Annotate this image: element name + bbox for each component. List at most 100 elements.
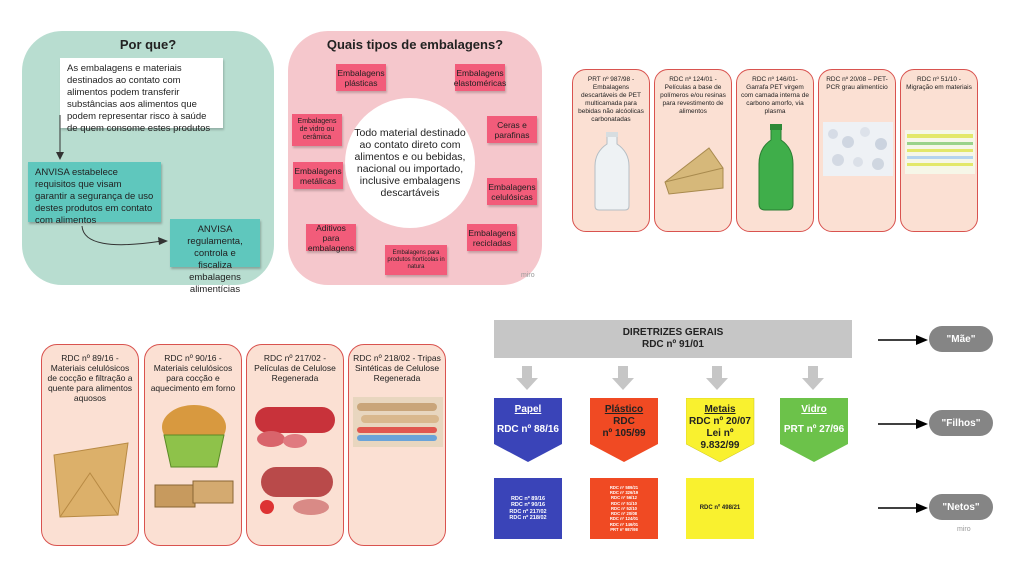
down-arrows: [516, 366, 824, 390]
risk-note: As embalagens e materiais destinados ao …: [60, 58, 223, 134]
vidro-prt: PRT nº 27/96: [783, 424, 845, 435]
types-panel-title: Quais tipos de embalagens?: [326, 37, 504, 52]
plastico-label: Plástico: [604, 404, 644, 415]
plastic-card-5-text: RDC nº 51/10 - Migração em materiais: [906, 76, 972, 91]
plastic-card-5: RDC nº 51/10 - Migração em materiais: [900, 69, 978, 232]
plastico-rdc-1: RDC: [613, 416, 635, 427]
arrow-filhos: [878, 419, 928, 429]
plastico-gc-6: RDC nº 20/08: [611, 511, 637, 517]
cellulose-card-3-text: RDC nº 217/02 - Películas de Celulose Re…: [254, 353, 336, 383]
shield-vidro-shape: [780, 398, 848, 462]
plastico-gc-2: RDC nº 326/19: [609, 490, 639, 496]
plastico-gc-4: RDC nº 51/10: [611, 500, 637, 506]
sticky-aditivos: Aditivos para embalagens: [306, 222, 356, 253]
shield-plastico-shape: [590, 398, 658, 462]
shield-papel-shape: [494, 398, 562, 462]
metais-rdc-1: RDC nº 20/07: [688, 416, 751, 427]
cellulose-card-3: RDC nº 217/02 - Películas de Celulose Re…: [246, 344, 344, 546]
label-netos: "Netos": [929, 494, 993, 520]
plastico-gc-5: RDC nº 52/10: [611, 505, 637, 511]
anvisa-regulates-note: ANVISA regulamenta, controla e fiscaliza…: [170, 219, 260, 295]
shield-plastico-text: Plástico RDC nº 105/99: [590, 404, 658, 440]
papel-gc-4: RDC nº 218/02: [509, 515, 547, 521]
label-mae: "Mãe": [929, 326, 993, 352]
metais-grandchildren-box: RDC nº 498/21: [686, 478, 754, 539]
papel-grandchildren-box: RDC nº 89/16 RDC nº 90/16 RDC nº 217/02 …: [494, 478, 562, 539]
connector-arrow-2: [81, 225, 163, 246]
why-panel-arrows: [56, 115, 168, 246]
arrowhead-2: [158, 237, 168, 245]
anvisa-requirements-note: ANVISA estabelece requisitos que visam g…: [28, 162, 161, 226]
sticky-ceras: Ceras e parafinas: [487, 116, 537, 143]
plastico-gc-7: RDC nº 124/01: [609, 516, 639, 522]
down-arrow-papel: [516, 366, 538, 390]
papel-label: Papel: [514, 404, 542, 415]
plastico-grandchildren-box: RDC nº 589/21 RDC nº 326/19 RDC nº 56/12…: [590, 478, 658, 539]
cheese-image: [664, 147, 724, 195]
sticky-celulosicas: Embalagens celulósicas: [487, 178, 537, 205]
arrowhead-1: [56, 152, 64, 160]
cellulose-card-2: RDC nº 90/16 - Materiais celulósicos par…: [144, 344, 242, 546]
hierarchy-watermark: miro: [957, 526, 971, 533]
vidro-label: Vidro: [801, 404, 827, 415]
plastic-card-4-text: RDC nº 20/08 – PET-PCR grau alimentício: [826, 76, 888, 91]
papel-gc-2: RDC nº 90/16: [510, 502, 546, 508]
down-arrow-plastico: [612, 366, 634, 390]
plastico-gc-9: PRT nº 987/98: [610, 526, 638, 532]
coffee-filter-image: [53, 442, 129, 518]
guidelines-rdc: RDC nº 91/01: [641, 339, 704, 350]
plastic-card-4: RDC nº 20/08 – PET-PCR grau alimentício: [818, 69, 896, 232]
shield-plastico: [590, 398, 658, 462]
plastic-card-2: RDC nº 124/01 - Películas a base de polí…: [654, 69, 732, 232]
plastic-card-3: RDC nº 146/01- Garrafa PET virgem com ca…: [736, 69, 814, 232]
arrow-mae: [878, 335, 928, 345]
cellulose-card-4-text: RDC nº 218/02 - Tripas Sintéticas de Cel…: [353, 353, 441, 383]
metais-gc-1: RDC nº 498/21: [699, 505, 741, 512]
shield-metais-shape: [686, 398, 755, 463]
sticky-metalicas: Embalagens metálicas: [293, 162, 343, 189]
shield-metais: [686, 398, 755, 463]
why-panel-title: Por que?: [119, 37, 177, 52]
cellulose-card-1-text: RDC nº 89/16 - Materiais celulósicos de …: [47, 353, 133, 403]
pellets-image: [823, 122, 893, 176]
sticky-recicladas: Embalagens recicladas: [467, 224, 517, 251]
cellulose-card-1: RDC nº 89/16 - Materiais celulósicos de …: [41, 344, 139, 546]
plastic-card-1-text: PRT nº 987/98 - Embalagens descartáveis …: [578, 76, 644, 123]
papel-gc-3: RDC nº 217/02: [509, 508, 547, 515]
green-bottle-image: [758, 124, 794, 211]
casings-image: [353, 397, 443, 447]
down-arrow-metais: [706, 366, 728, 390]
plastic-card-3-text: RDC nº 146/01- Garrafa PET virgem com ca…: [741, 76, 809, 115]
plastico-gc-3: RDC nº 56/12: [611, 495, 637, 501]
plastico-gc-1: RDC nº 589/21: [609, 485, 639, 491]
shield-papel-text: Papel RDC nº 88/16: [494, 404, 562, 436]
plastico-rdc-2: nº 105/99: [602, 428, 646, 439]
sticky-vidro: Embalagens de vidro ou cerâmica: [292, 114, 342, 146]
sticky-elastomericas: Embalagens elastoméricas: [454, 64, 506, 91]
metais-label: Metais: [704, 404, 736, 415]
cellulose-card-4: RDC nº 218/02 - Tripas Sintéticas de Cel…: [348, 344, 446, 546]
label-filhos: "Filhos": [929, 410, 993, 436]
types-watermark: miro: [521, 272, 535, 279]
sausage-image: [260, 467, 333, 515]
papel-rdc: RDC nº 88/16: [496, 424, 559, 435]
down-arrow-vidro: [802, 366, 824, 390]
arrow-netos: [878, 503, 928, 513]
plastico-gc-8: RDC nº 146/01: [609, 521, 639, 527]
guidelines-title: DIRETRIZES GERAIS: [622, 327, 724, 338]
bottle-image: [594, 132, 630, 211]
shield-metais-text: Metais RDC nº 20/07 Lei nº 9.832/99: [686, 404, 754, 452]
sticky-hortifruti: Embalagens para produtos hortícolas in n…: [385, 245, 447, 275]
shield-vidro: [780, 398, 848, 462]
shield-vidro-text: Vidro PRT nº 27/96: [780, 404, 848, 436]
definition-circle: Todo material destinado ao contato diret…: [345, 98, 475, 228]
baking-trays-image: [154, 480, 234, 508]
muffin-image: [162, 405, 226, 468]
plastic-card-2-text: RDC nº 124/01 - Películas a base de polí…: [660, 76, 726, 115]
plastic-card-1: PRT nº 987/98 - Embalagens descartáveis …: [572, 69, 650, 232]
cellulose-card-2-text: RDC nº 90/16 - Materiais celulósicos par…: [150, 353, 236, 393]
general-guidelines-bar: DIRETRIZES GERAIS RDC nº 91/01: [494, 320, 852, 358]
table-image: [905, 130, 975, 174]
papel-gc-1: RDC nº 89/16: [510, 495, 546, 502]
shield-papel: [494, 398, 562, 462]
